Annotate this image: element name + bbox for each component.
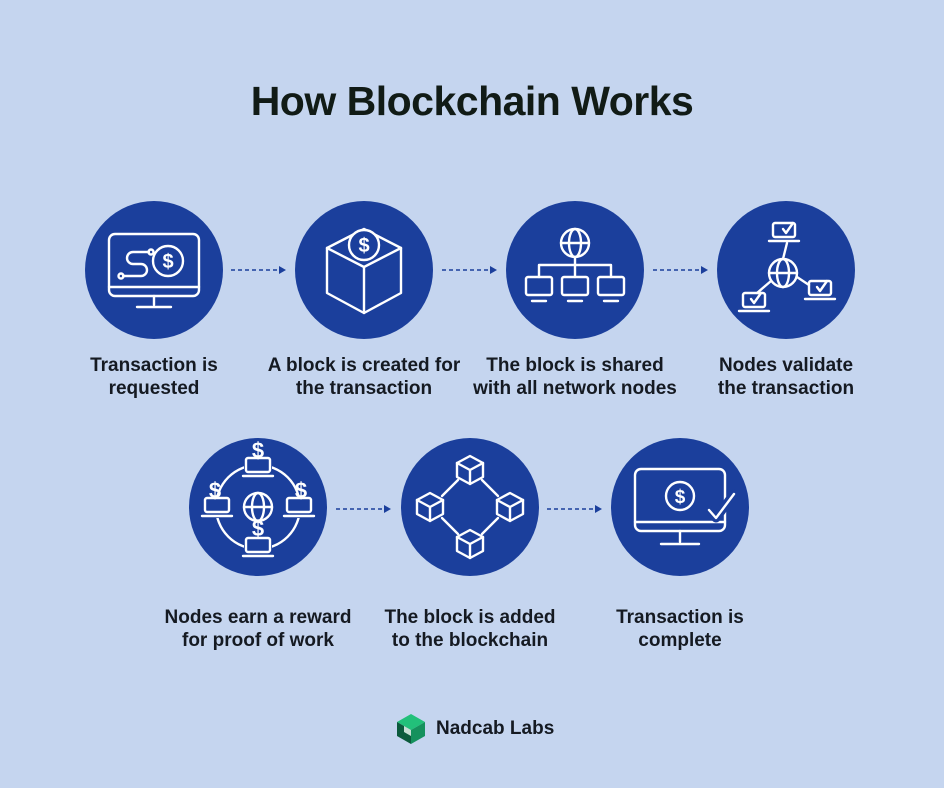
step-5-line1: Nodes earn a reward — [164, 607, 352, 628]
step-2-circle: $ — [295, 201, 433, 339]
brand-name: Nadcab Labs — [436, 718, 555, 739]
monitor-dollar-icon: $ — [107, 232, 201, 309]
page-title: How Blockchain Works — [250, 78, 694, 124]
svg-text:$: $ — [209, 478, 221, 503]
step-1-caption: Transaction is requested — [34, 354, 274, 400]
step-1-line1: Transaction is — [90, 355, 218, 376]
step-5-circle: $ $ $ $ — [189, 438, 327, 576]
step-7-line2: complete — [638, 630, 722, 651]
step-1-line2: requested — [108, 378, 200, 399]
step-4-line2: the transaction — [717, 378, 855, 399]
network-nodes-icon — [524, 227, 626, 303]
step-7-circle: $ — [611, 438, 749, 576]
monitor-complete-icon: $ — [633, 467, 739, 546]
step-1-circle: $ — [85, 201, 223, 339]
step-2-line2: the transaction — [295, 378, 433, 399]
step-7-line1: Transaction is — [616, 607, 744, 628]
step-3-caption: The block is shared with all network nod… — [455, 354, 695, 400]
step-6-line2: to the blockchain — [391, 630, 549, 651]
svg-text:$: $ — [162, 251, 173, 273]
arrow-3-4 — [653, 265, 709, 275]
nadcab-logo-icon — [397, 714, 425, 744]
step-6-line1: The block is added — [384, 607, 556, 628]
svg-text:$: $ — [295, 478, 307, 503]
step-2-caption: A block is created for the transaction — [244, 354, 484, 400]
brand: Nadcab Labs — [394, 712, 554, 746]
step-2-line1: A block is created for — [267, 355, 461, 376]
step-7-caption: Transaction is complete — [560, 606, 800, 652]
nodes-validate-icon — [737, 221, 837, 313]
step-5-caption: Nodes earn a reward for proof of work — [138, 606, 378, 652]
svg-text:$: $ — [358, 235, 369, 257]
step-3-line1: The block is shared — [486, 355, 664, 376]
step-6-circle — [401, 438, 539, 576]
blockchain-cubes-icon — [415, 454, 525, 560]
step-3-circle — [506, 201, 644, 339]
svg-text:$: $ — [675, 487, 686, 508]
arrow-2-3 — [442, 265, 498, 275]
svg-text:$: $ — [252, 438, 264, 463]
block-dollar-icon: $ — [325, 227, 403, 315]
step-4-line1: Nodes validate — [718, 355, 854, 376]
arrow-5-6 — [336, 504, 392, 514]
step-6-caption: The block is added to the blockchain — [350, 606, 590, 652]
arrow-6-7 — [547, 504, 603, 514]
step-4-circle — [717, 201, 855, 339]
arrow-1-2 — [231, 265, 287, 275]
svg-text:$: $ — [252, 516, 264, 541]
step-3-line2: with all network nodes — [473, 378, 677, 399]
nodes-reward-icon: $ $ $ $ — [200, 438, 316, 558]
step-5-line2: for proof of work — [182, 630, 334, 651]
step-4-caption: Nodes validate the transaction — [666, 354, 906, 400]
